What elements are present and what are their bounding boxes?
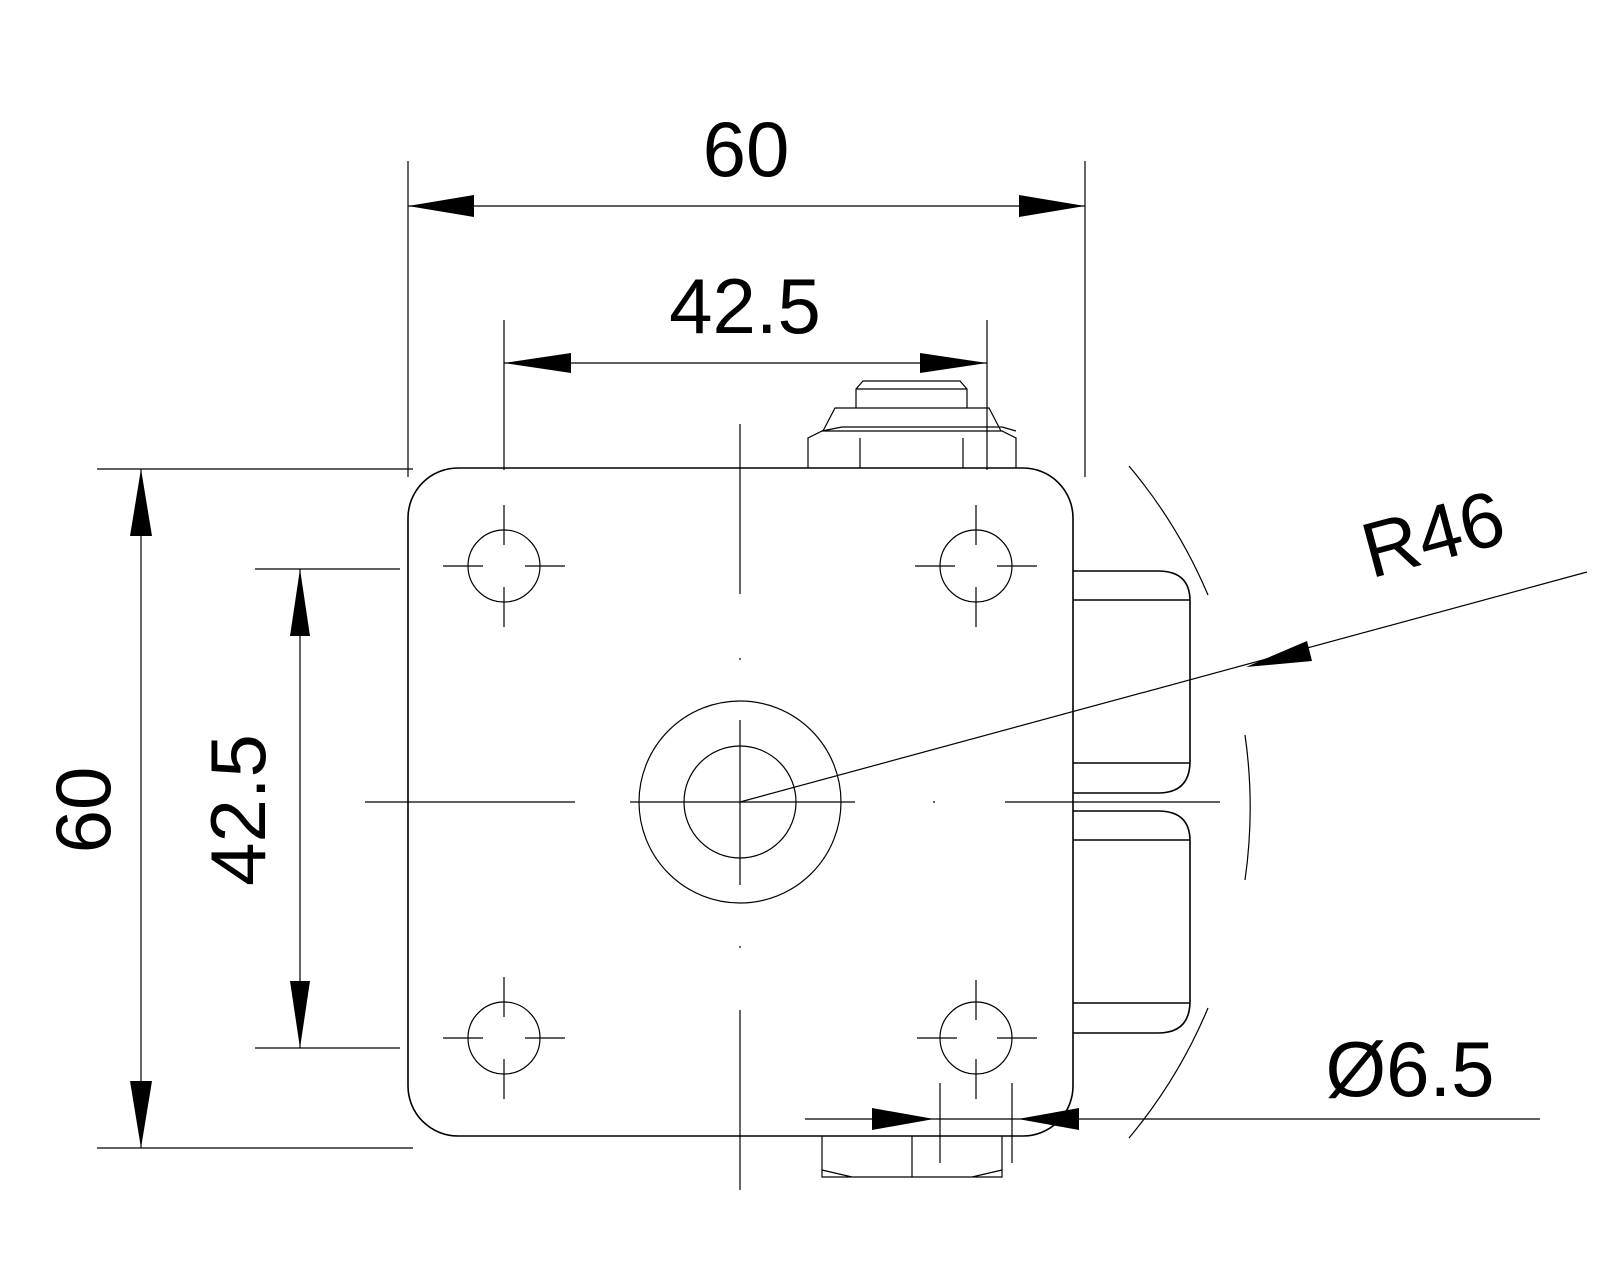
dimension-height-60: 60 [39,468,413,1149]
dimension-label-hole-spacing-height: 42.5 [194,734,282,886]
dimension-hole-spacing-width: 42.5 [503,262,988,470]
dimension-label-height: 60 [39,767,127,854]
bottom-nut [821,1136,1003,1178]
dimension-label-diameter: Ø6.5 [1325,1025,1494,1113]
dimension-width-60: 60 [407,105,1086,477]
hole-crosshairs [443,505,1037,1099]
dimension-radius: R46 [739,473,1588,803]
dimension-label-radius: R46 [1353,473,1514,595]
dimension-label-width: 60 [703,105,790,193]
side-connector [1073,570,1191,1034]
centerlines [365,424,1220,1190]
radius-arcs [1128,465,1251,1139]
dimension-label-hole-spacing-width: 42.5 [669,262,821,350]
dimension-hole-spacing-height: 42.5 [194,568,400,1049]
top-nut [807,380,1017,468]
dimension-hole-diameter: Ø6.5 [805,1025,1540,1163]
